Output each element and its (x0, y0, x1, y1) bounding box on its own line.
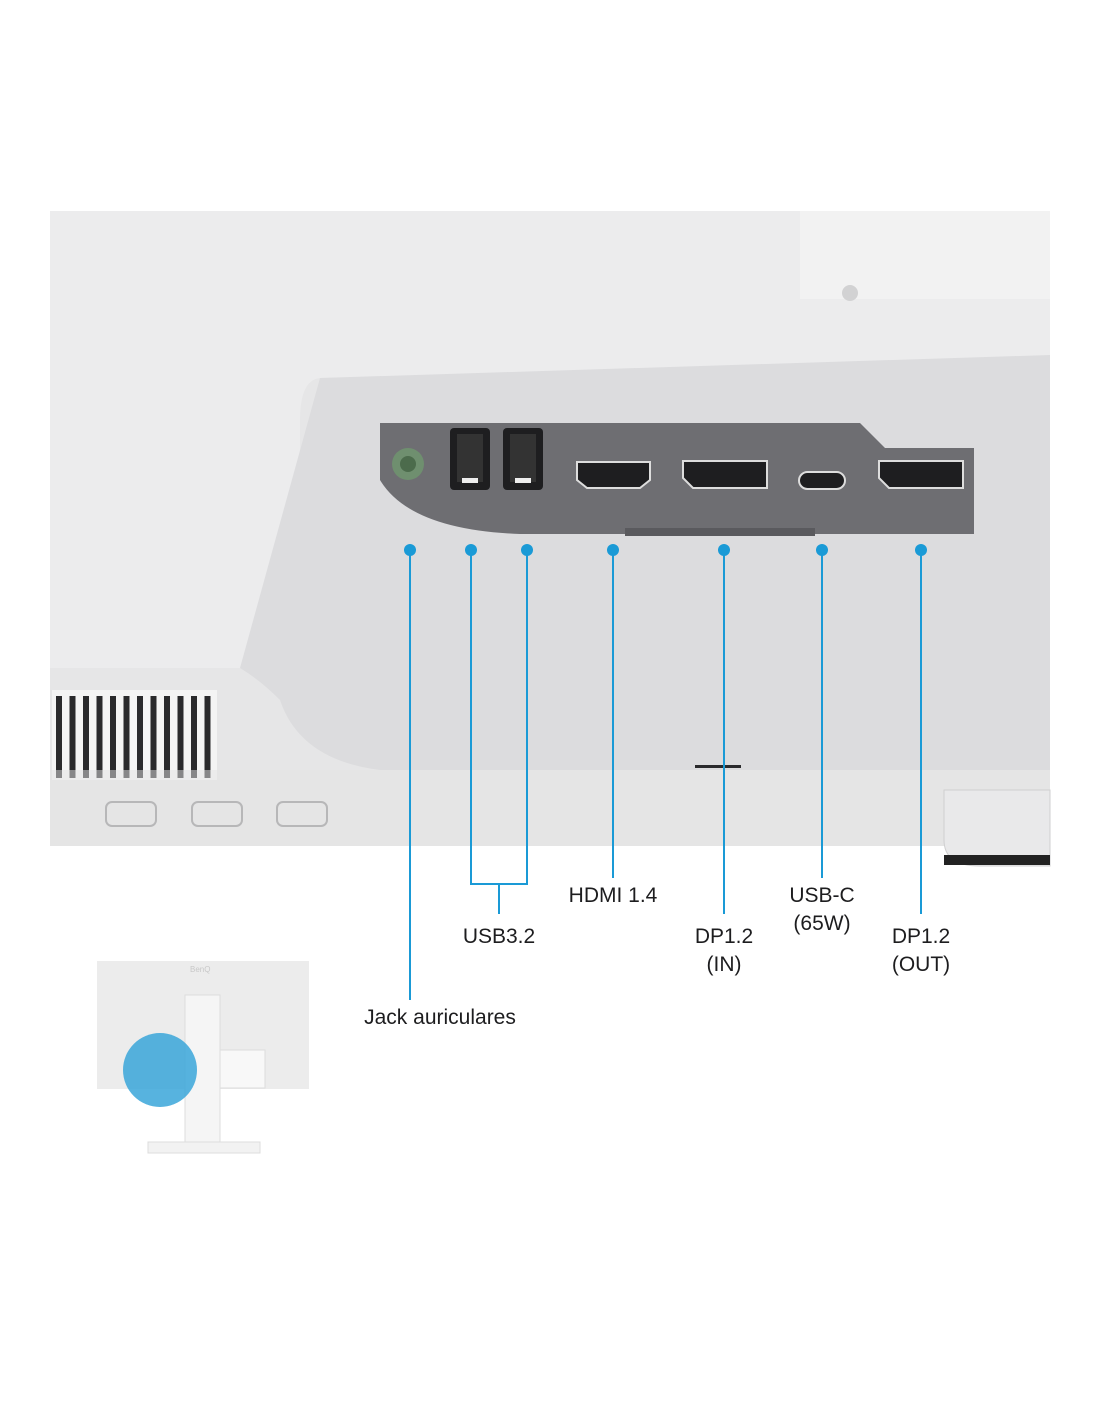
highlight-circle (123, 1033, 197, 1107)
label-line: Jack auriculares (364, 1006, 516, 1029)
vent-slat (56, 696, 62, 778)
hdmi-port-icon (576, 461, 651, 489)
label-dp-in: DP1.2 (IN) (695, 923, 753, 979)
label-dp-out: DP1.2 (OUT) (892, 923, 950, 979)
vent-slat (83, 696, 89, 778)
label-line: HDMI 1.4 (568, 884, 658, 907)
label-usb-c: USB-C (65W) (789, 882, 854, 938)
vent-slat (177, 696, 184, 778)
brand-logo: BenQ (190, 965, 211, 974)
vent-slat (110, 696, 116, 778)
vent-slat (137, 696, 143, 778)
label-line: USB-C (789, 884, 855, 907)
label-line: (OUT) (891, 953, 951, 976)
displayport-out-icon (878, 460, 964, 489)
usb-c-port-icon (798, 471, 846, 490)
label-line: DP1.2 (694, 925, 754, 948)
vent-slat (191, 696, 197, 778)
callout-dot (465, 544, 477, 556)
callout-dot (718, 544, 730, 556)
usb-port-icon (503, 428, 543, 490)
callout-dot (521, 544, 533, 556)
label-line: USB3.2 (462, 925, 536, 948)
callout-dot (915, 544, 927, 556)
label-line: DP1.2 (891, 925, 951, 948)
vent-slat (204, 696, 211, 778)
label-usb: USB3.2 (463, 923, 535, 951)
screw-icon (842, 285, 858, 301)
usb-port-icon (450, 428, 490, 490)
callout-dot (404, 544, 416, 556)
callout-dot (607, 544, 619, 556)
label-line: (65W) (793, 912, 851, 935)
displayport-in-icon (682, 460, 768, 489)
label-hdmi: HDMI 1.4 (569, 882, 658, 910)
vent-slat (164, 696, 170, 778)
vent-grille (52, 690, 217, 780)
callout-dot (816, 544, 828, 556)
label-line: (IN) (706, 953, 742, 976)
vent-slat (96, 696, 103, 778)
vent-slat (69, 696, 76, 778)
vent-slat (150, 696, 157, 778)
label-headphone-jack: Jack auriculares (364, 1004, 516, 1032)
vent-slat (123, 696, 130, 778)
monitor-thumbnail (97, 961, 309, 1154)
